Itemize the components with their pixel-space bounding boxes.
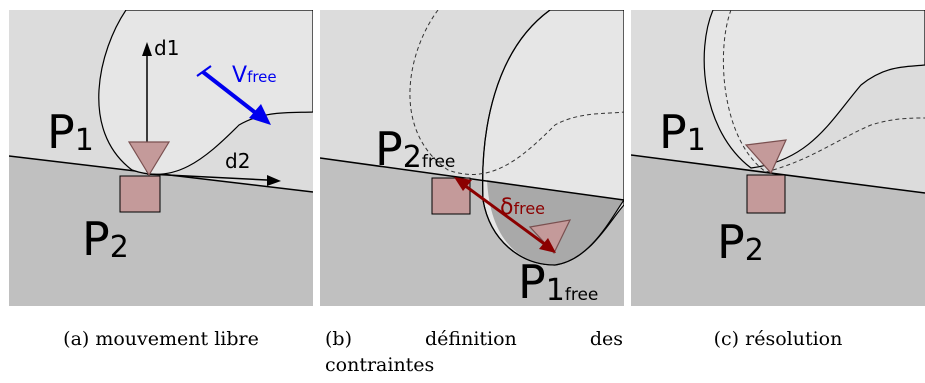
d2-label: d2 [225, 149, 250, 173]
d2-arrowhead [267, 175, 281, 186]
lower-body [631, 155, 925, 306]
p2-label: P2 [82, 212, 129, 266]
p1-free-marker [528, 219, 572, 255]
p1-marker [127, 141, 171, 177]
p2-free-label: P2free [375, 122, 455, 176]
velocity-arrow [201, 70, 259, 116]
panel-b-figure: P2free δfree P1free [320, 10, 624, 306]
caption-b: (b) définition des contraintes [325, 326, 623, 378]
free-body-outline [722, 10, 925, 173]
caption-b-word: des [589, 328, 623, 350]
caption-b-line1: (b) définition des [325, 326, 623, 352]
p2-marker [746, 174, 786, 214]
caption-a: (a) mouvement libre [63, 328, 259, 350]
panel-a-figure: d1 d2 Vfree P1 P2 [9, 10, 313, 306]
p1-label: P1 [659, 105, 706, 159]
velocity-origin-tick [196, 65, 212, 77]
caption-b-word: (b) [325, 328, 352, 350]
d1-label: d1 [154, 36, 179, 60]
d1-arrowhead [142, 42, 152, 56]
panel-a: d1 d2 Vfree P1 P2 [9, 10, 313, 306]
upper-body-resolved [703, 10, 925, 169]
upper-body-outline [482, 10, 624, 266]
caption-b-word: définition [425, 328, 517, 350]
p1-marker [744, 139, 787, 175]
velocity-label: Vfree [232, 63, 277, 88]
p1-label: P1 [47, 105, 94, 159]
p2-marker [119, 175, 161, 213]
lower-body [9, 156, 313, 306]
p2-label: P2 [717, 215, 764, 269]
upper-body [98, 10, 313, 175]
caption-b-line2: contraintes [325, 354, 435, 376]
delta-arrowhead-start [454, 177, 472, 191]
delta-arrow [459, 180, 551, 250]
panel-c: P1 P2 [631, 10, 925, 306]
caption-c: (c) résolution [713, 328, 843, 350]
velocity-arrowhead [249, 104, 271, 125]
panel-b: P2free δfree P1free [320, 10, 624, 306]
d2-axis [146, 173, 268, 181]
delta-label: δfree [500, 195, 545, 220]
panel-c-figure: P1 P2 [631, 10, 925, 306]
contact-surface [631, 154, 925, 194]
p1-free-label: P1free [518, 255, 598, 306]
contact-surface [320, 157, 624, 201]
delta-arrowhead-end [539, 238, 556, 253]
